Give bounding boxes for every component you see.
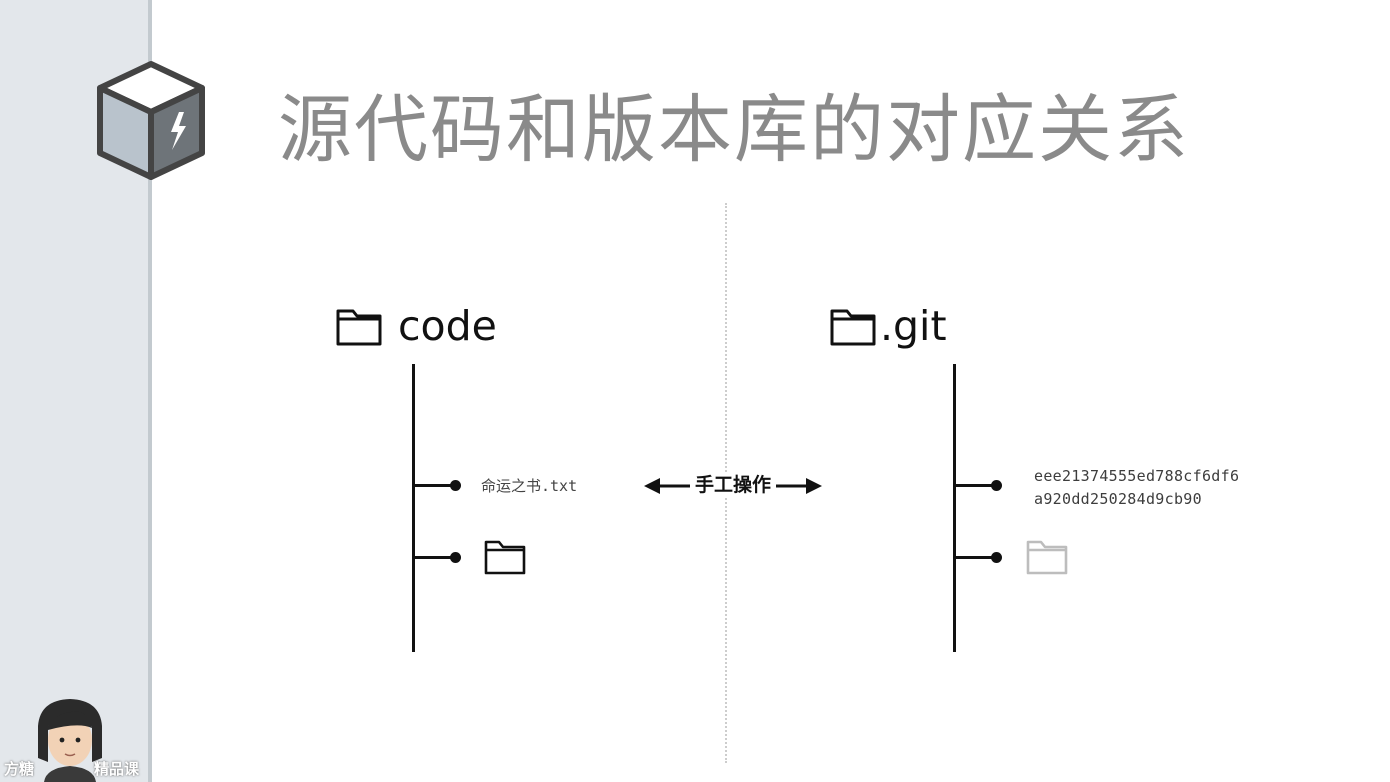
git-branch-object (955, 480, 1002, 491)
code-branch-folder (414, 552, 461, 563)
code-folder-label: code (398, 302, 497, 350)
git-folder-label: .git (880, 302, 947, 350)
connector-label: 手工操作 (690, 472, 776, 498)
folder-icon (484, 540, 526, 575)
branch-dot (450, 552, 461, 563)
git-tree-line (953, 364, 956, 652)
code-branch-file (414, 480, 461, 491)
branch-dot (991, 552, 1002, 563)
branch-dot (991, 480, 1002, 491)
lightning-cube-icon (97, 61, 205, 180)
object-hash-line-1: eee21374555ed788cf6df6 (1034, 467, 1240, 485)
code-tree-line (412, 364, 415, 652)
object-hash-line-2: a920dd250284d9cb90 (1034, 490, 1202, 508)
folder-icon (336, 309, 382, 345)
git-folder-heading: .git (830, 306, 947, 347)
code-folder-heading: code (336, 306, 497, 347)
page-title: 源代码和版本库的对应关系 (278, 87, 1190, 173)
sidebar-edge (148, 0, 152, 782)
watermark-course: 精品课 (94, 760, 140, 778)
object-hash: eee21374555ed788cf6df6 a920dd250284d9cb9… (1034, 465, 1239, 511)
faded-folder-icon (1026, 540, 1068, 575)
file-label: 命运之书.txt (481, 477, 578, 495)
branch-dot (450, 480, 461, 491)
git-branch-folder (955, 552, 1002, 563)
presenter-avatar (38, 699, 102, 782)
folder-icon (830, 309, 876, 345)
watermark-brand: 方糖 (4, 760, 35, 778)
